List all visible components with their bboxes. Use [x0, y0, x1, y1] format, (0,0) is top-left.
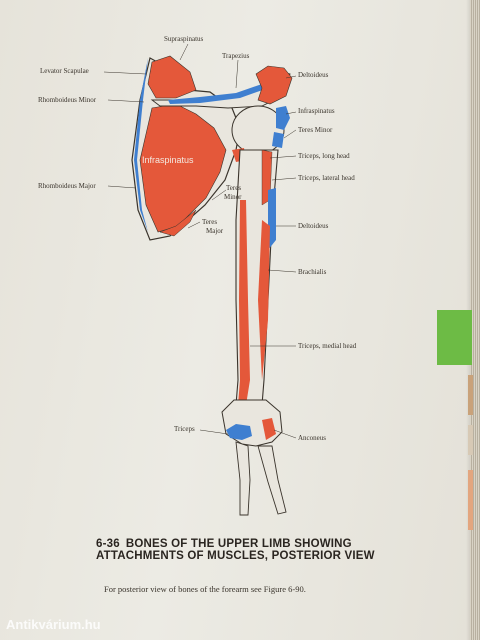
- label-infraspinatus: Infraspinatus: [298, 107, 335, 115]
- ulna: [235, 441, 251, 516]
- infraspinatus-bone-label: Infraspinatus: [142, 155, 194, 165]
- label-teres-minor: Teres Minor: [298, 126, 333, 134]
- figure-number: 6-36: [96, 538, 120, 550]
- leader-lines: [103, 43, 297, 439]
- teres-minor-insertion: [272, 132, 284, 148]
- infraspinatus-insertion: [276, 106, 290, 130]
- teres-major-origin: [159, 209, 197, 237]
- label-supraspinatus: Supraspinatus: [164, 35, 204, 43]
- brachialis-origin: [258, 220, 270, 380]
- figure-caption-title: 6-36 BONES OF THE UPPER LIMB SHOWING ATTA…: [96, 538, 386, 562]
- caption-title-line1: BONES OF THE UPPER LIMB SHOWING: [125, 538, 352, 550]
- label-teres-minor-center: Minor: [224, 193, 242, 201]
- label-triceps-medial-head: Triceps, medial head: [298, 342, 357, 350]
- label-rhomboideus-minor: Rhomboideus Minor: [38, 96, 97, 104]
- caption-title-line2: ATTACHMENTS OF MUSCLES, POSTERIOR VIEW: [96, 550, 375, 562]
- label-brachialis: Brachialis: [298, 268, 327, 276]
- figure-caption-note: For posterior view of bones of the forea…: [104, 584, 306, 594]
- supraspinatus-origin: [147, 55, 197, 99]
- caption-line-1: 6-36 BONES OF THE UPPER LIMB SHOWING: [96, 538, 386, 550]
- trapezius-insertion: [168, 84, 268, 104]
- page-fore-edge: [470, 0, 480, 640]
- triceps-medial-origin: [238, 200, 250, 405]
- label-levator-scapulae: Levator Scapulae: [40, 67, 89, 75]
- label-triceps-long-head: Triceps, long head: [298, 152, 350, 160]
- thumb-tab-stripe: [468, 470, 473, 530]
- thumb-tab-stripe: [468, 425, 473, 455]
- label-triceps-elbow: Triceps: [174, 425, 195, 433]
- label-triceps-lateral-head: Triceps, lateral head: [298, 174, 355, 182]
- deltoideus-origin-acromion: [255, 65, 293, 105]
- infraspinatus-origin: [139, 103, 227, 233]
- watermark: Antikvárium.hu: [6, 617, 101, 632]
- thumb-tab-stripe: [468, 375, 473, 415]
- label-deltoideus-shaft: Deltoideus: [298, 222, 329, 230]
- label-teres-major: Major: [206, 227, 224, 235]
- scapula: [131, 55, 293, 241]
- elbow: [221, 399, 287, 516]
- deltoideus-insertion: [268, 188, 276, 250]
- label-trapezius: Trapezius: [222, 52, 250, 60]
- rhomboideus-insertion: [134, 58, 148, 232]
- label-anconeus: Anconeus: [298, 434, 326, 442]
- triceps-insertion: [226, 424, 252, 440]
- label-deltoideus: Deltoideus: [298, 71, 329, 79]
- label-teres-minor-center: Teres: [226, 184, 242, 192]
- anconeus-origin: [262, 418, 276, 440]
- humerus-shaft: [235, 149, 279, 406]
- label-rhomboideus-major: Rhomboideus Major: [38, 182, 96, 190]
- chapter-thumb-tab: [437, 310, 472, 365]
- radius: [257, 445, 287, 515]
- label-teres-major: Teres: [202, 218, 218, 226]
